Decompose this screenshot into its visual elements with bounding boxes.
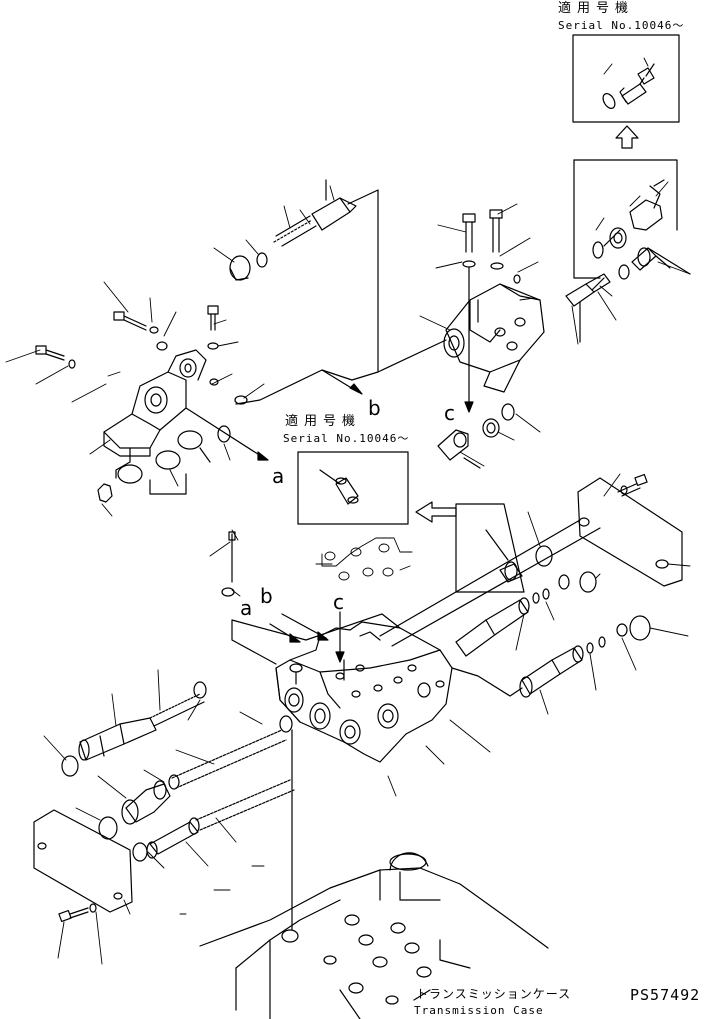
top-inset-arrow — [616, 126, 638, 148]
right-plug-bracket — [456, 504, 524, 592]
plug — [632, 248, 690, 274]
elbow-fitting — [604, 180, 664, 246]
top-inset-frame — [573, 35, 679, 122]
diagram-code: PS57492 — [630, 986, 701, 1004]
transmission-case-label-en: Transmission Case — [414, 1004, 544, 1017]
top-inset-serial-label: Serial No.10046～ — [558, 19, 685, 32]
small-gasket-sketch — [316, 538, 412, 580]
nut — [610, 228, 626, 248]
transmission-case-label-jp: トランスミッションケース — [416, 987, 572, 1001]
upper-valve-body — [444, 284, 544, 392]
middle-inset-frame — [298, 452, 408, 524]
callout-a-top: a — [272, 464, 285, 488]
leader-b — [236, 190, 378, 404]
upper-left-housing — [104, 350, 206, 456]
transmission-case — [200, 853, 548, 1019]
middle-inset-applicable-label: 適用号機 — [285, 414, 362, 429]
upper-left-sensor — [230, 180, 356, 280]
top-inset-applicable-label: 適用号機 — [558, 1, 635, 16]
middle-inset-plug — [336, 478, 358, 504]
upper-left-gasket-group — [98, 431, 210, 502]
leader-lines — [6, 58, 690, 964]
left-cover-plate — [34, 810, 132, 921]
right-spool-lower — [520, 646, 583, 697]
top-inset — [573, 35, 679, 148]
top-right-bracket — [574, 160, 690, 279]
callout-c-low: c — [333, 590, 344, 614]
callout-c-top: c — [444, 401, 455, 425]
middle-inset-arrow — [416, 502, 456, 522]
banjo-elbow — [438, 404, 514, 468]
middle-inset-serial-label: Serial No.10046～ — [283, 432, 410, 445]
left-springs — [169, 716, 294, 830]
top-inset-o-ring — [601, 92, 618, 111]
o-ring — [593, 242, 603, 258]
callout-b-low: b — [260, 584, 273, 608]
middle-inset — [298, 452, 456, 524]
callout-a-low: a — [240, 596, 253, 620]
left-plug — [122, 781, 170, 824]
upper-pressure-switch — [566, 274, 610, 342]
main-valve-body — [276, 622, 452, 762]
leader-a — [186, 408, 264, 458]
callout-b-top: b — [368, 396, 381, 420]
left-spool — [79, 682, 206, 760]
gasket-outline — [232, 614, 400, 664]
right-spool-upper — [456, 598, 650, 656]
left-long-plug — [147, 818, 199, 858]
upper-bolts — [463, 210, 520, 412]
top-inset-elbow-fitting — [620, 64, 654, 104]
right-cover-plate — [578, 475, 682, 586]
upper-left-bolts — [36, 306, 247, 442]
left-orings — [62, 756, 147, 861]
middle-orings — [533, 546, 596, 603]
